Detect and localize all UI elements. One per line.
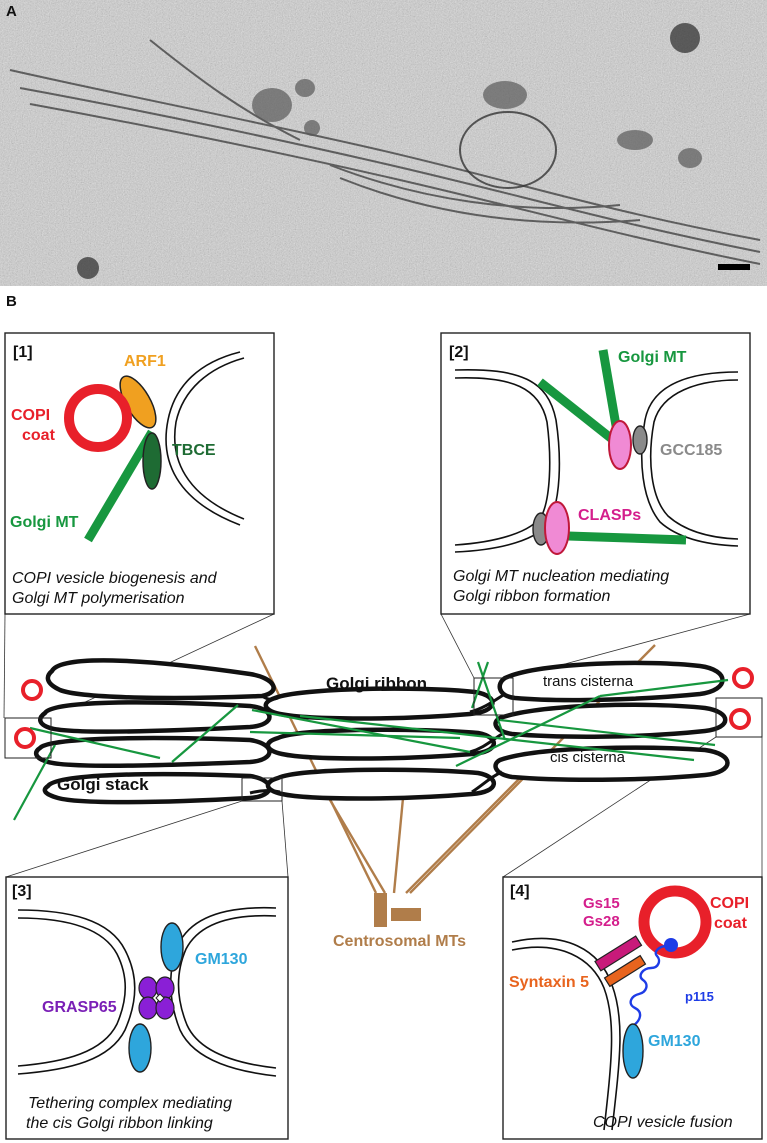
gs15-label: Gs15 — [583, 895, 620, 912]
clasp-protein-1 — [608, 420, 632, 470]
copi-coat-ring — [64, 384, 132, 452]
panel-b-label: B — [6, 293, 17, 310]
syntaxin5-bar — [603, 954, 647, 988]
copi-vesicles — [14, 667, 754, 749]
inset-1: [1] ARF1 COPI coat TBCE Golgi MT COPI ve… — [4, 332, 275, 615]
trans-cisterna-label: trans cisterna — [543, 673, 634, 690]
vesicles — [77, 23, 702, 279]
golgi-ribbon-label: Golgi ribbon — [326, 674, 427, 693]
golgi-ribbon — [4, 658, 763, 821]
gs28-label: Gs28 — [583, 913, 620, 930]
inset-4-caption: COPI vesicle fusion — [593, 1114, 733, 1131]
p115-label: p115 — [685, 989, 714, 1004]
inset-3-tag: [3] — [12, 883, 32, 900]
membrane-right-outer — [640, 371, 739, 547]
centrosomal-mts-label: Centrosomal MTs — [333, 933, 466, 950]
inset-4: [4] Gs15 Gs28 COPI coat Syntaxin 5 p115 … — [502, 876, 763, 1140]
inset-3-caption-line2: the cis Golgi ribbon linking — [26, 1115, 213, 1132]
golgi-stack-right — [493, 660, 730, 783]
grasp65-label: GRASP65 — [42, 999, 117, 1016]
gm130-protein-2 — [128, 1023, 152, 1073]
centrosome — [374, 893, 421, 927]
tbce-label: TBCE — [172, 442, 216, 459]
inset-2-caption-line1: Golgi MT nucleation mediating — [453, 568, 669, 585]
membrane-right-inner — [177, 914, 277, 1069]
cis-cisterna-label: cis cisterna — [550, 749, 626, 766]
golgi-stack-middle — [263, 686, 496, 801]
grasp65-center — [155, 993, 165, 1003]
gs-snare-bar — [594, 935, 643, 972]
golgi-mt-bar — [84, 429, 156, 543]
membrane-left-inner — [454, 376, 551, 546]
gcc185-label: GCC185 — [660, 442, 722, 459]
zoom-box-2 — [473, 677, 514, 716]
zoom-box-1 — [4, 717, 52, 759]
scale-bar — [718, 264, 750, 270]
gm130-protein-4 — [622, 1023, 644, 1079]
arf1-label: ARF1 — [124, 353, 166, 370]
syntaxin5-label: Syntaxin 5 — [509, 974, 589, 991]
micrograph-panel: A — [0, 0, 767, 286]
membrane-inner — [511, 946, 613, 1131]
golgi-mt-label-2: Golgi MT — [618, 349, 687, 366]
inset-1-caption-line2: Golgi MT polymerisation — [12, 590, 185, 607]
membrane-left-outer — [17, 909, 136, 1075]
gm130-label-3: GM130 — [195, 951, 248, 968]
membrane-right-inner — [649, 379, 739, 540]
copi-coat-ring-4 — [638, 885, 712, 959]
inset-2: [2] Golgi MT GCC185 CLASPs Golgi MT nucl… — [440, 332, 751, 615]
grasp65-complex — [138, 976, 175, 1020]
clasp-protein-2 — [544, 501, 570, 555]
panel-a-label: A — [6, 3, 17, 20]
gm130-protein-1 — [160, 922, 184, 972]
inset-4-tag: [4] — [510, 883, 530, 900]
copi-coat-label-line1: COPI — [11, 407, 50, 424]
large-vesicle — [459, 111, 557, 189]
inset-1-caption-line1: COPI vesicle biogenesis and — [12, 570, 218, 587]
membrane-left-inner — [17, 917, 126, 1067]
zoom-box-4 — [715, 697, 763, 738]
golgi-microtubules — [13, 661, 729, 821]
golgi-mt-bar-3 — [567, 531, 687, 545]
copi-coat-label-line2: coat — [22, 427, 56, 444]
golgi-stack-membranes — [9, 39, 761, 265]
inset-1-tag: [1] — [13, 344, 33, 361]
gcc185-protein-1 — [632, 425, 648, 455]
inset-3: [3] GM130 GRASP65 Tethering complex medi… — [5, 876, 289, 1140]
p115-head — [664, 938, 678, 952]
zoom-box-3 — [241, 777, 283, 802]
clasps-label: CLASPs — [578, 507, 641, 524]
tbce-protein — [142, 432, 162, 490]
golgi-stack-left — [33, 658, 276, 805]
membrane-outer — [165, 351, 241, 526]
membrane-left-outer — [454, 368, 561, 553]
p115-coil — [629, 944, 668, 1027]
inset-2-tag: [2] — [449, 344, 469, 361]
golgi-mt-label: Golgi MT — [10, 514, 79, 531]
inset-3-caption-line1: Tethering complex mediating — [28, 1095, 232, 1112]
golgi-stack-label: Golgi stack — [57, 775, 149, 794]
copi-coat-label4-line2: coat — [714, 915, 748, 932]
golgi-mt-bar-1 — [537, 378, 620, 447]
copi-coat-label4-line1: COPI — [710, 895, 749, 912]
inset-2-caption-line2: Golgi ribbon formation — [453, 588, 611, 605]
membrane-inner — [173, 357, 245, 520]
gm130-label-4: GM130 — [648, 1033, 701, 1050]
